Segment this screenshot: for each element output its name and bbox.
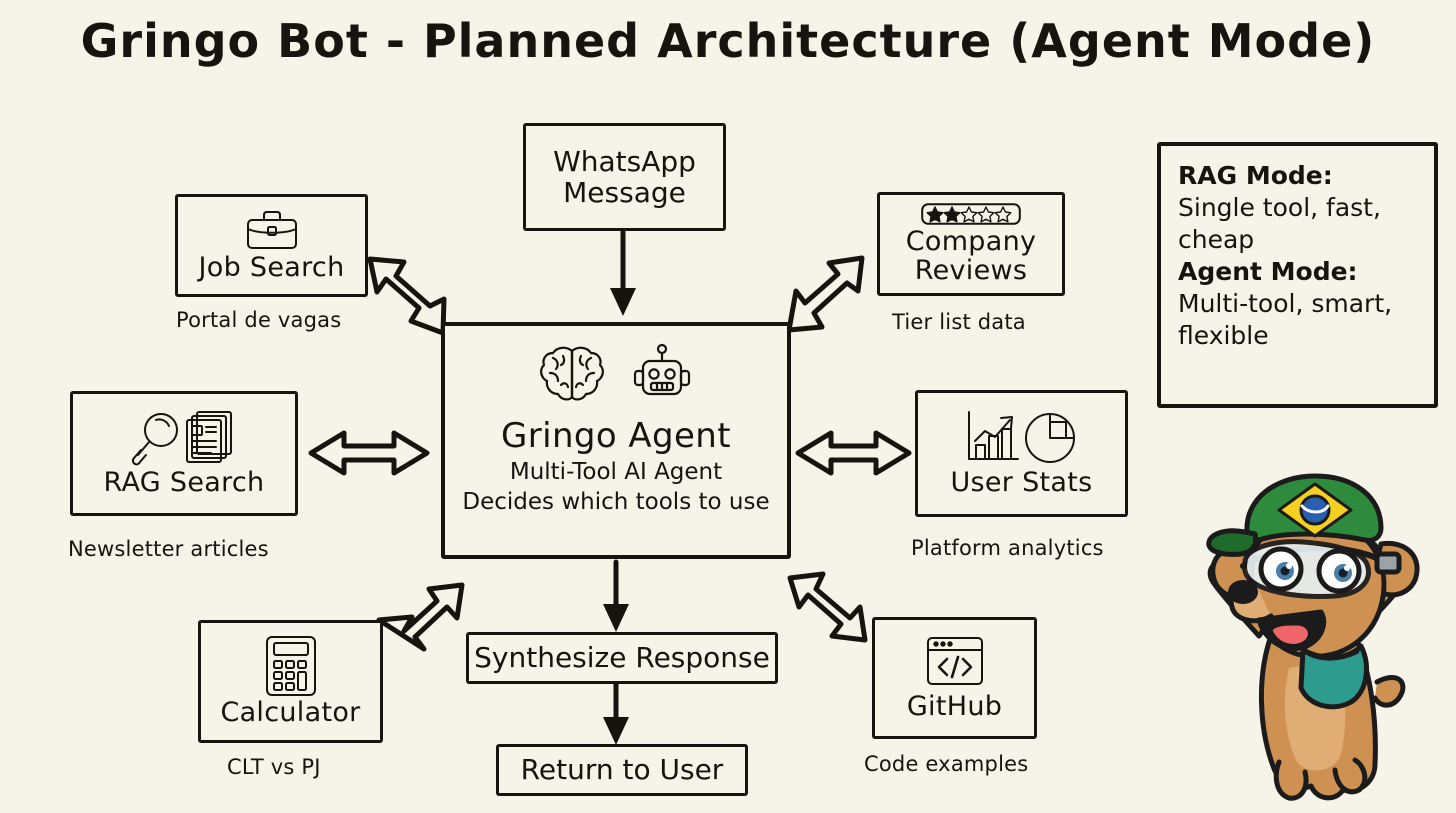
arrow-synthesize-to-return	[603, 681, 629, 745]
rag-search-caption: Newsletter articles	[68, 537, 269, 561]
arrow-agent-github	[787, 571, 868, 643]
node-company-reviews[interactable]: Company Reviews	[877, 192, 1065, 296]
arrow-agent-companyreviews	[786, 255, 865, 333]
node-return-to-user[interactable]: Return to User	[496, 744, 748, 796]
star-rating-icon	[921, 203, 1021, 225]
node-synthesize-response[interactable]: Synthesize Response	[466, 632, 778, 684]
calculator-icon	[265, 636, 316, 697]
github-label: GitHub	[906, 690, 1003, 722]
whatsapp-line-2: Message	[563, 176, 686, 209]
job-search-label: Job Search	[198, 251, 345, 283]
calculator-caption: CLT vs PJ	[227, 755, 321, 779]
rag-search-label: RAG Search	[103, 467, 265, 499]
company-reviews-label-1: Company	[905, 225, 1037, 257]
brain-icon	[540, 346, 604, 401]
bar-pie-chart-icon	[967, 411, 1075, 464]
user-stats-caption: Platform analytics	[911, 536, 1104, 560]
page-title: Gringo Bot - Planned Architecture (Agent…	[80, 14, 1376, 68]
node-rag-search[interactable]: RAG Search	[70, 391, 298, 516]
legend-agent-body: Multi-tool, smart, flexible	[1178, 289, 1393, 350]
legend-agent-heading: Agent Mode:	[1178, 257, 1358, 286]
synthesize-label: Synthesize Response	[474, 641, 770, 675]
node-calculator[interactable]: Calculator	[198, 620, 383, 743]
node-github[interactable]: GitHub	[872, 617, 1037, 739]
github-caption: Code examples	[864, 752, 1029, 776]
job-search-caption: Portal de vagas	[176, 308, 342, 332]
arrow-calculator-agent	[376, 582, 465, 652]
arrow-input-to-agent	[610, 229, 636, 316]
node-job-search[interactable]: Job Search	[175, 194, 368, 297]
legend-rag-heading: RAG Mode:	[1178, 161, 1333, 190]
arrow-jobsearch-agent	[367, 256, 447, 336]
node-user-stats[interactable]: User Stats	[915, 390, 1128, 517]
agent-subtitle-1: Multi-Tool AI Agent	[509, 459, 723, 485]
magnifier-documents-icon	[131, 411, 232, 466]
agent-icon-group	[539, 338, 693, 412]
robot-icon	[633, 343, 691, 396]
node-whatsapp-message[interactable]: WhatsApp Message	[523, 123, 726, 231]
user-stats-label: User Stats	[950, 467, 1093, 499]
briefcase-icon	[246, 210, 297, 249]
node-gringo-agent[interactable]: Gringo Agent Multi-Tool AI Agent Decides…	[441, 322, 791, 559]
arrow-ragsearch-agent	[308, 430, 430, 476]
arrow-agent-to-synthesize	[603, 559, 629, 632]
agent-subtitle-2: Decides which tools to use	[462, 489, 770, 516]
legend-box: RAG Mode: Single tool, fast, cheap Agent…	[1157, 142, 1438, 408]
whatsapp-line-1: WhatsApp	[553, 144, 696, 178]
company-reviews-caption: Tier list data	[892, 310, 1026, 334]
arrow-agent-userstats	[795, 430, 912, 476]
code-window-icon	[926, 636, 983, 685]
legend-rag-body: Single tool, fast, cheap	[1178, 193, 1381, 254]
return-label: Return to User	[520, 753, 724, 787]
agent-title: Gringo Agent	[501, 416, 731, 456]
gringo-dog-mascot	[1206, 473, 1420, 801]
company-reviews-label-2: Reviews	[914, 255, 1028, 286]
calculator-label: Calculator	[220, 697, 361, 729]
